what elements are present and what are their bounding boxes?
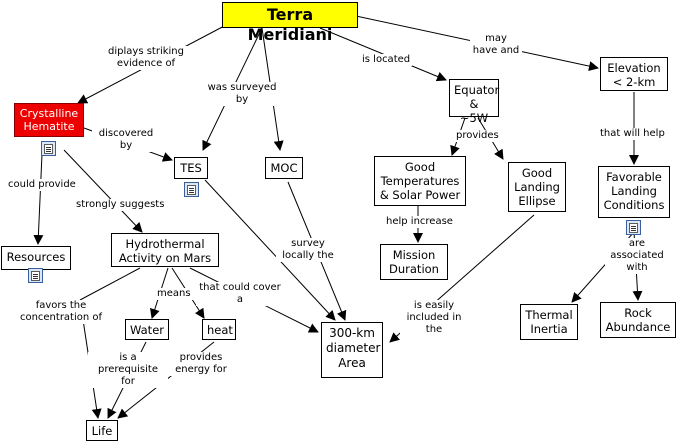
node-label: Thermal Inertia [525,308,573,336]
document-icon[interactable] [41,141,56,156]
link-label-associated: are associated with [605,238,669,274]
document-icon[interactable] [184,182,199,197]
link-label-could-cover: that could cover a [196,282,284,306]
link-label-discovered: discovered by [92,128,160,152]
node-equator[interactable]: Equator & ~5W [449,79,499,125]
node-landing-ellipse[interactable]: Good Landing Ellipse [508,162,566,212]
document-icon[interactable] [626,220,641,235]
node-300km-area[interactable]: 300-km diameter Area [321,322,383,378]
link-label-survey-locally: survey locally the [276,238,340,262]
link-label-energy: provides energy for [170,352,232,376]
node-thermal-inertia[interactable]: Thermal Inertia [520,304,578,340]
node-rock-abundance[interactable]: Rock Abundance [600,302,676,338]
document-icon[interactable] [28,268,43,283]
link-label-strongly-suggests: strongly suggests [74,199,167,211]
node-tes[interactable]: TES [174,157,208,179]
link-label-included: is easily included in the [400,300,468,336]
node-heat[interactable]: heat [202,319,236,340]
node-water[interactable]: Water [125,319,169,340]
node-label: Hydrothermal Activity on Mars [118,237,212,265]
link-label-prerequisite: is a prerequisite for [88,352,168,388]
link-label-could-provide: could provide [6,179,78,191]
link-label-that-will-help: that will help [598,128,667,140]
link-label-surveyed: was surveyed by [205,82,279,106]
link-label-favors: favors the concentration of [4,300,118,324]
node-label: Life [91,424,113,438]
node-label: Water [130,323,164,337]
node-moc[interactable]: MOC [265,157,303,179]
node-resources[interactable]: Resources [1,246,71,270]
link-label-provides: provides [454,130,501,142]
node-label: Rock Abundance [605,306,671,334]
link-label-located: is located [360,54,413,66]
node-crystalline-hematite[interactable]: Crystalline Hematite [14,103,84,137]
node-label: Good Temperatures & Solar Power [379,160,461,202]
node-good-temperatures[interactable]: Good Temperatures & Solar Power [374,156,466,206]
node-mission-duration[interactable]: Mission Duration [380,244,448,280]
node-label: Favorable Landing Conditions [603,170,665,212]
node-label: Terra Meridiani [247,5,333,44]
node-hydrothermal[interactable]: Hydrothermal Activity on Mars [111,233,219,267]
node-label: Crystalline Hematite [19,107,79,133]
node-label: Mission Duration [389,248,439,276]
node-label: Resources [6,250,66,264]
node-label: Good Landing Ellipse [514,166,560,208]
node-label: TES [180,161,202,175]
node-label: Equator & ~5W [454,83,500,125]
node-label: Elevation < 2-km [607,61,661,89]
node-life[interactable]: Life [86,420,118,441]
link-label-displays: diplays striking evidence of [96,46,196,70]
link-label-help-increase: help increase [384,216,455,228]
node-label: MOC [270,161,298,175]
node-favorable-conditions[interactable]: Favorable Landing Conditions [598,166,670,218]
node-terra-meridiani[interactable]: Terra Meridiani [222,2,358,44]
link-label-means: means [155,288,193,300]
node-label: 300-km diameter Area [326,326,381,370]
node-elevation[interactable]: Elevation < 2-km [600,57,668,91]
link-label-may-have: may have and [470,33,522,57]
node-label: heat [207,323,233,337]
